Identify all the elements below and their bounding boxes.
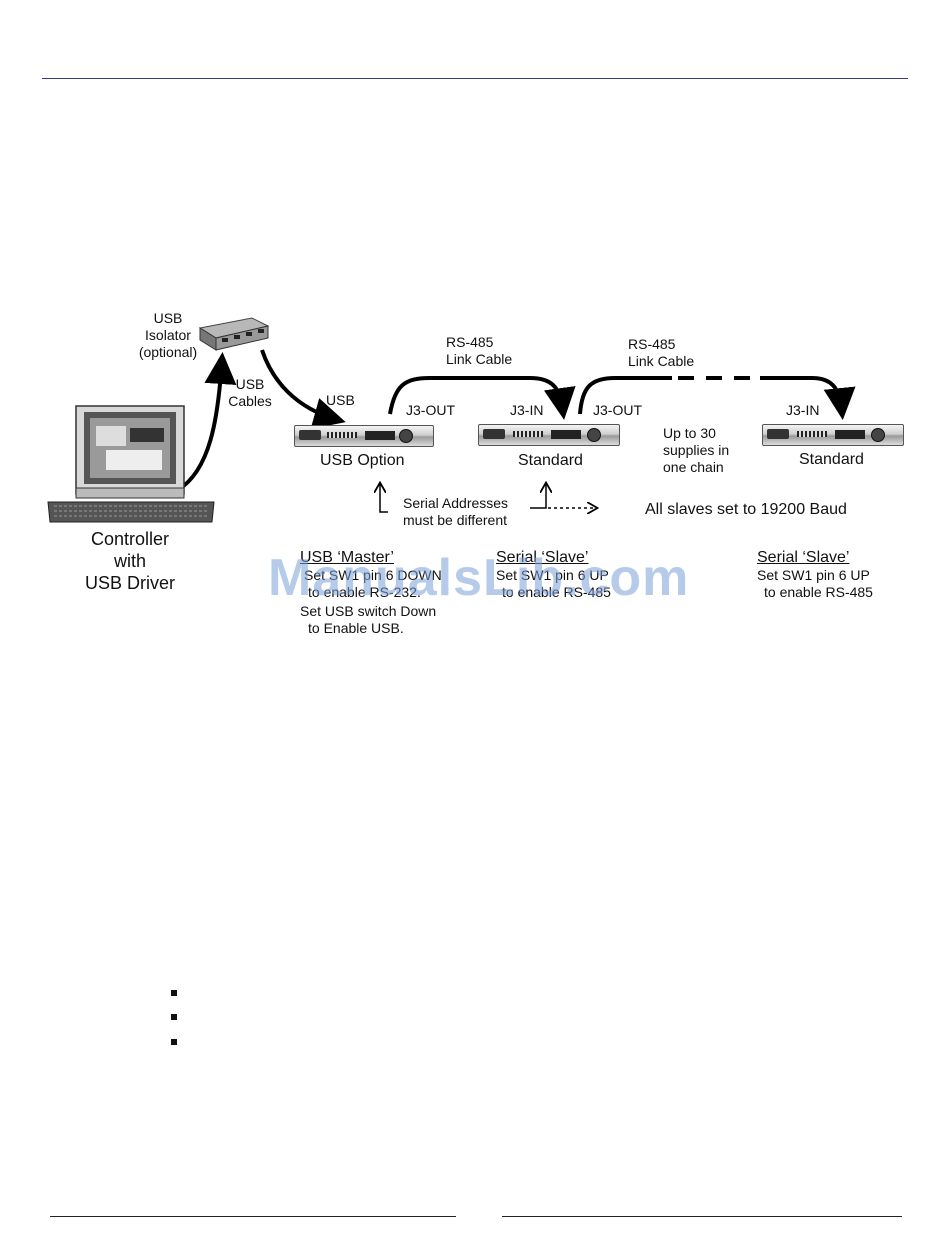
chain-limit-note: Up to 30 supplies in one chain bbox=[663, 425, 730, 475]
usb-option-label: USB Option bbox=[320, 452, 405, 469]
usb-isolator-label: USB Isolator (optional) bbox=[138, 310, 198, 360]
usb-cables-label: USB Cables bbox=[228, 376, 272, 409]
j3-out-label-2: J3-OUT bbox=[593, 402, 642, 418]
usb-isolator-icon bbox=[198, 317, 270, 351]
address-arrow-2 bbox=[530, 484, 546, 509]
baud-rate-note: All slaves set to 19200 Baud bbox=[645, 501, 847, 518]
controller-label: Controller with USB Driver bbox=[84, 529, 175, 593]
bullet-marker bbox=[171, 1014, 177, 1020]
serial-address-note: Serial Addresses must be different bbox=[403, 495, 509, 528]
j3-in-label-1: J3-IN bbox=[510, 402, 544, 418]
rs485-link-2-end bbox=[760, 376, 856, 420]
power-supply-icon bbox=[478, 424, 620, 446]
watermark: ManualsLib.com bbox=[268, 549, 690, 607]
standard-label-2: Standard bbox=[799, 451, 864, 468]
rs485-cable-label-2: RS-485 Link Cable bbox=[628, 336, 695, 369]
keyboard-icon bbox=[47, 501, 215, 523]
power-supply-icon bbox=[294, 425, 434, 447]
j3-in-label-2: J3-IN bbox=[786, 402, 820, 418]
serial-slave-title-1: Serial ‘Slave’ bbox=[496, 549, 589, 566]
rs485-link-1 bbox=[388, 376, 576, 420]
standard-label-1: Standard bbox=[518, 452, 583, 469]
serial-slave-notes-2: Serial ‘Slave’ Set SW1 pin 6 UP to enabl… bbox=[757, 549, 873, 600]
computer-icon bbox=[47, 405, 215, 523]
footer-rule-left bbox=[50, 1216, 456, 1217]
bullet-marker bbox=[171, 990, 177, 996]
usb-master-notes: USB ‘Master’ Set SW1 pin 6 DOWN to enabl… bbox=[300, 549, 442, 636]
rs485-link-2 bbox=[578, 376, 672, 415]
rs485-cable-label-1: RS-485 Link Cable bbox=[446, 334, 513, 367]
serial-slave-title-2: Serial ‘Slave’ bbox=[757, 549, 850, 566]
bullet-marker bbox=[171, 1039, 177, 1045]
usb-cable-line-1 bbox=[176, 352, 237, 492]
header-rule bbox=[42, 78, 908, 79]
usb-port-label: USB bbox=[326, 392, 355, 408]
serial-slave-notes-1: Serial ‘Slave’ Set SW1 pin 6 UP to enabl… bbox=[496, 549, 611, 600]
j3-out-label-1: J3-OUT bbox=[406, 402, 455, 418]
power-supply-icon bbox=[762, 424, 904, 446]
usb-cable-line-2 bbox=[260, 349, 346, 429]
address-arrow-1 bbox=[380, 484, 388, 513]
usb-master-title: USB ‘Master’ bbox=[300, 549, 394, 566]
footer-rule-right bbox=[502, 1216, 902, 1217]
